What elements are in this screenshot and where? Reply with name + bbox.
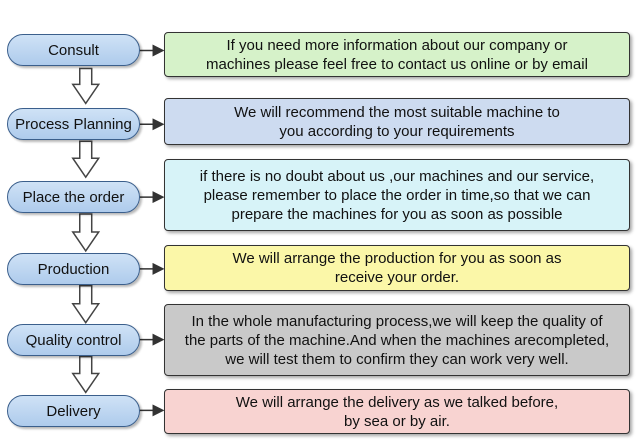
step-production: Production bbox=[7, 253, 140, 285]
step-label: Delivery bbox=[46, 402, 101, 420]
step-place-the-order: Place the order bbox=[7, 181, 140, 213]
description-line: We will arrange the production for you a… bbox=[232, 250, 562, 267]
description-line: In the whole manufacturing process,we wi… bbox=[191, 312, 603, 330]
description-line: We will recommend the most suitable mach… bbox=[234, 103, 560, 121]
step-label: Production bbox=[37, 260, 110, 278]
quality-control-description-box: In the whole manufacturing process,we wi… bbox=[164, 304, 630, 376]
description-line: prepare the machines for you as soon as … bbox=[231, 205, 563, 223]
step-label: Consult bbox=[48, 41, 99, 59]
step-label: Quality control bbox=[25, 331, 122, 349]
step-quality-control: Quality control bbox=[7, 324, 140, 356]
step-label: Place the order bbox=[22, 188, 125, 206]
description-line: receive your order. bbox=[334, 269, 460, 286]
step-delivery: Delivery bbox=[7, 395, 140, 427]
description-line: If you need more information about our c… bbox=[226, 36, 568, 54]
delivery-description-box: We will arrange the delivery as we talke… bbox=[164, 389, 630, 434]
description-line: if there is no doubt about us ,our machi… bbox=[199, 167, 595, 185]
down-arrow-3 bbox=[71, 213, 101, 253]
consult-description-box: If you need more information about our c… bbox=[164, 32, 630, 77]
down-arrow-1 bbox=[71, 67, 101, 105]
description-line: we will test them to confirm they can wo… bbox=[225, 350, 569, 368]
process-planning-description-box: We will recommend the most suitable mach… bbox=[164, 98, 630, 145]
description-line: you according to your requirements bbox=[279, 122, 515, 140]
production-description-box: We will arrange the production for you a… bbox=[164, 245, 630, 291]
description-line: machines please feel free to contact us … bbox=[206, 55, 588, 73]
down-arrow-4 bbox=[71, 285, 101, 325]
description-line: by sea or by air. bbox=[344, 412, 450, 430]
step-consult: Consult bbox=[7, 34, 140, 66]
step-process-planning: Process Planning bbox=[7, 108, 140, 140]
description-line: the parts of the machine.And when the ma… bbox=[184, 331, 610, 349]
step-label: Process Planning bbox=[15, 115, 132, 133]
down-arrow-5 bbox=[71, 355, 101, 394]
description-line: We will arrange the delivery as we talke… bbox=[235, 393, 559, 411]
description-line: please remember to place the order in ti… bbox=[203, 186, 591, 204]
place-order-description-box: if there is no doubt about us ,our machi… bbox=[164, 159, 630, 231]
down-arrow-2 bbox=[71, 140, 101, 179]
